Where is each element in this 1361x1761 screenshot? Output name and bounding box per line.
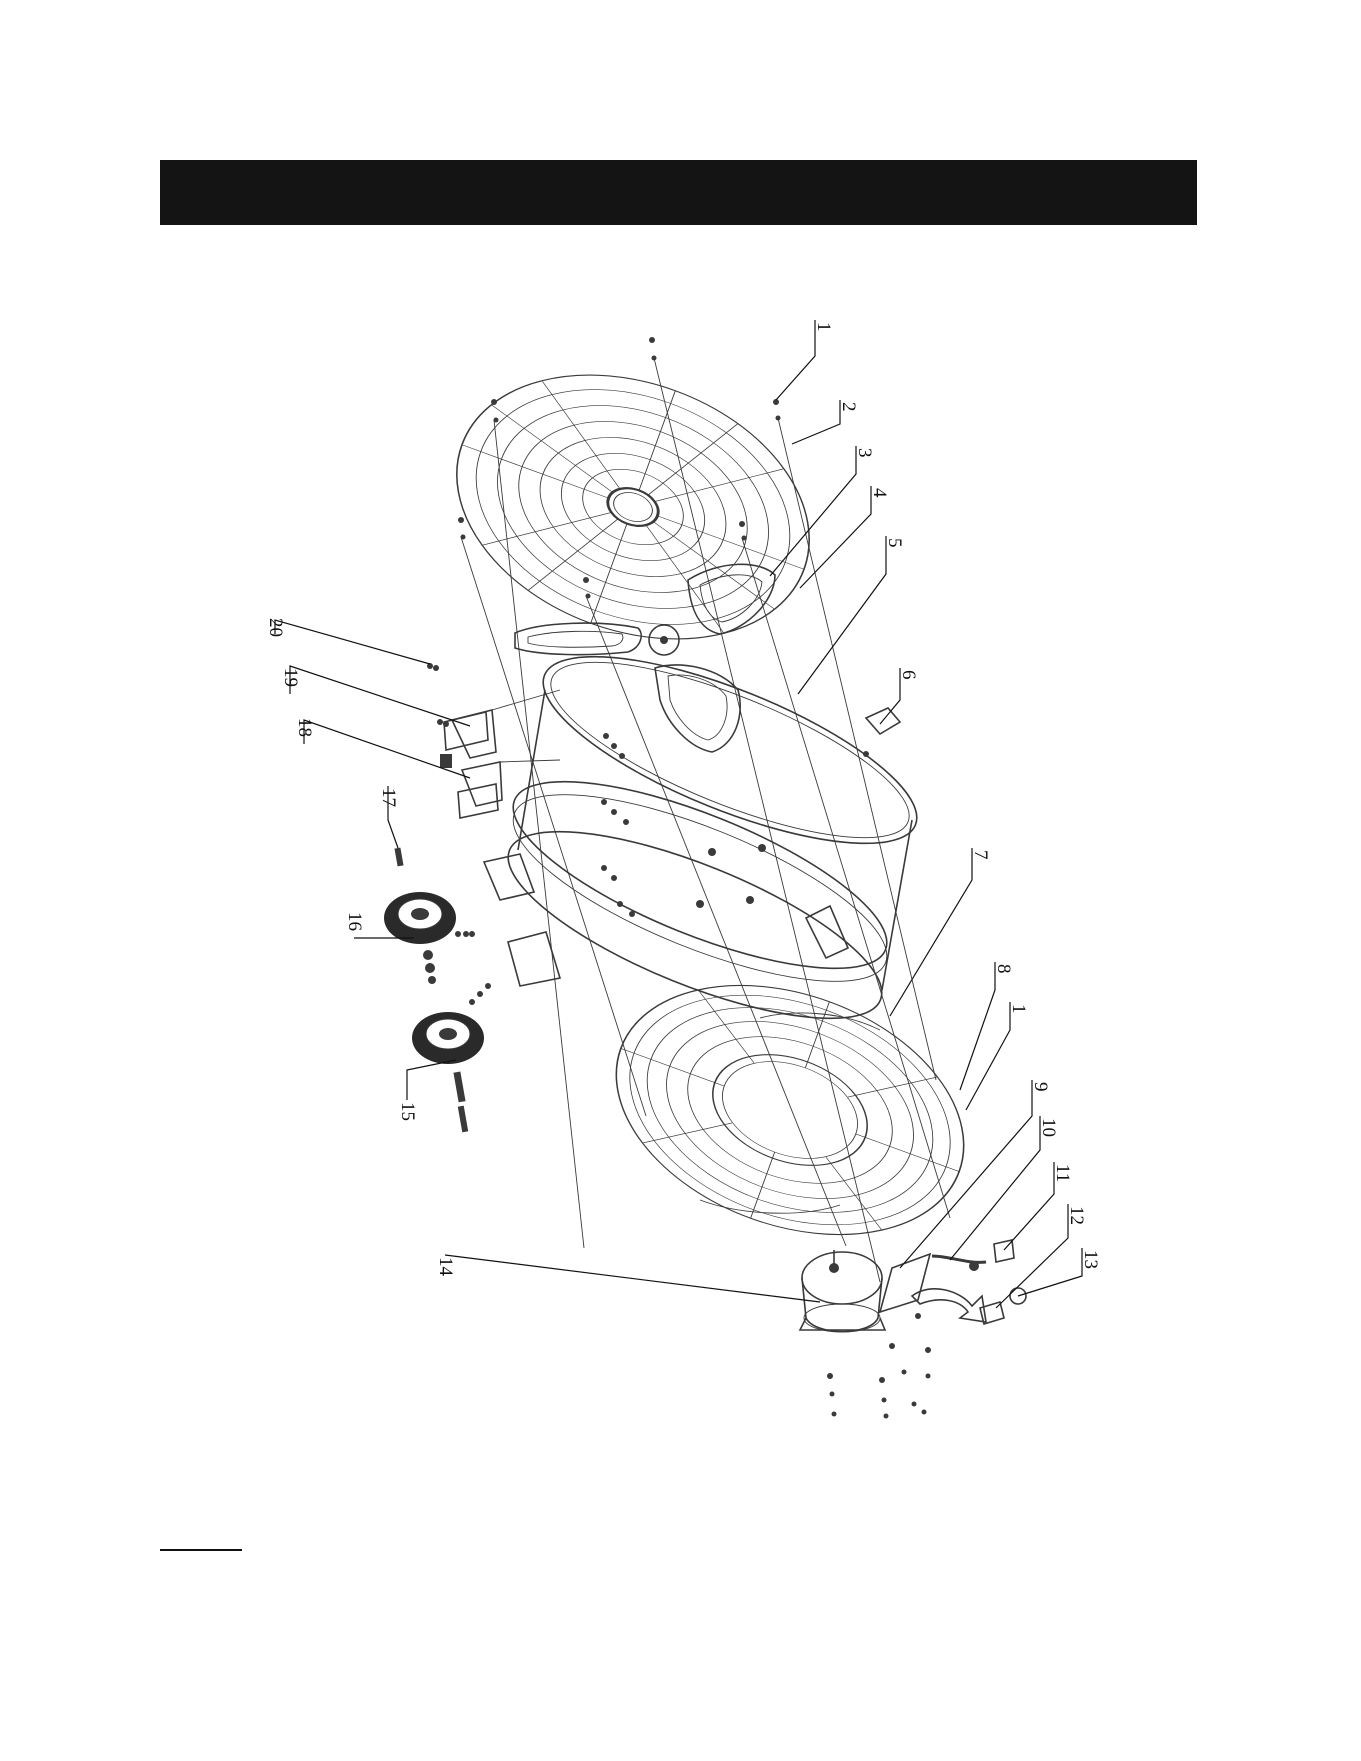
callout-9: 9: [1030, 1082, 1051, 1092]
callout-1b: 1: [1008, 1004, 1029, 1014]
callout-3: 3: [854, 448, 875, 458]
callout-5: 5: [884, 538, 905, 548]
callout-10: 10: [1038, 1118, 1059, 1137]
callout-leaders: [275, 320, 1082, 1308]
callout-1: 1: [813, 322, 834, 332]
callout-20: 20: [265, 618, 286, 637]
callout-8: 8: [993, 964, 1014, 974]
stand-brackets: [452, 690, 560, 986]
callout-6: 6: [898, 670, 919, 680]
callout-11: 11: [1052, 1164, 1073, 1182]
callout-16: 16: [344, 912, 365, 931]
callout-15: 15: [397, 1102, 418, 1121]
callout-14: 14: [435, 1257, 456, 1277]
motor: [800, 1250, 885, 1332]
callout-19: 19: [280, 668, 301, 687]
drum-housing: [487, 619, 938, 1055]
front-grille: [420, 328, 847, 685]
fan-blades: [515, 564, 775, 752]
callout-2: 2: [838, 402, 859, 412]
rear-hardware: [827, 1313, 931, 1419]
callout-labels: 1 2 3 4 5 6 7 8 1 9 10 11 12 13 14 15 16…: [265, 322, 1101, 1277]
callout-13: 13: [1080, 1250, 1101, 1269]
electrical-parts: [880, 1240, 1026, 1324]
footer-rule: [160, 1549, 242, 1551]
callout-12: 12: [1066, 1206, 1087, 1225]
callout-7: 7: [970, 850, 991, 860]
callout-17: 17: [378, 788, 399, 807]
callout-18: 18: [294, 718, 315, 737]
callout-4: 4: [869, 488, 890, 498]
